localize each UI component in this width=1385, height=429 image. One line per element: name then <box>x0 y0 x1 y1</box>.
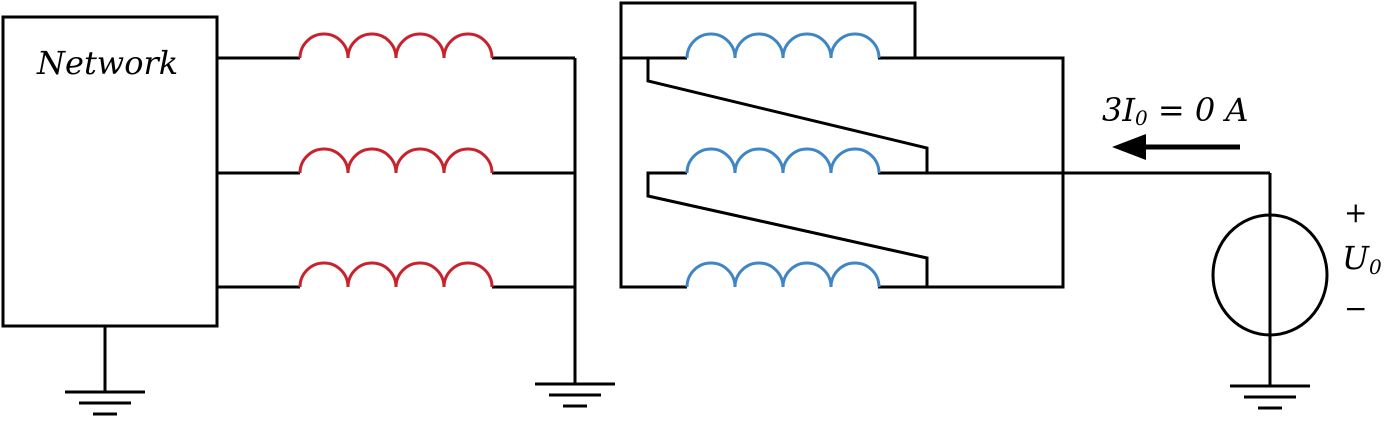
current-arrow-icon <box>1112 134 1240 160</box>
voltage-label: U0 <box>1342 239 1382 279</box>
secondary-coil-a <box>685 32 881 60</box>
primary-windings <box>217 56 577 384</box>
secondary-connections <box>619 1 1270 289</box>
current-annotation: 3I0 = 0 A <box>1102 91 1249 130</box>
primary-coil-c <box>298 261 494 289</box>
voltage-plus: + <box>1344 196 1367 229</box>
voltage-source-icon <box>1211 173 1329 386</box>
ground-icon <box>1228 364 1312 410</box>
primary-coil-b <box>298 147 494 175</box>
voltage-minus: − <box>1344 292 1367 325</box>
primary-coil-a <box>298 32 494 60</box>
ground-icon <box>533 362 617 408</box>
secondary-coil-c <box>685 261 881 289</box>
network-label: Network <box>36 44 178 82</box>
ground-icon <box>63 370 147 416</box>
secondary-coil-b <box>685 147 881 175</box>
